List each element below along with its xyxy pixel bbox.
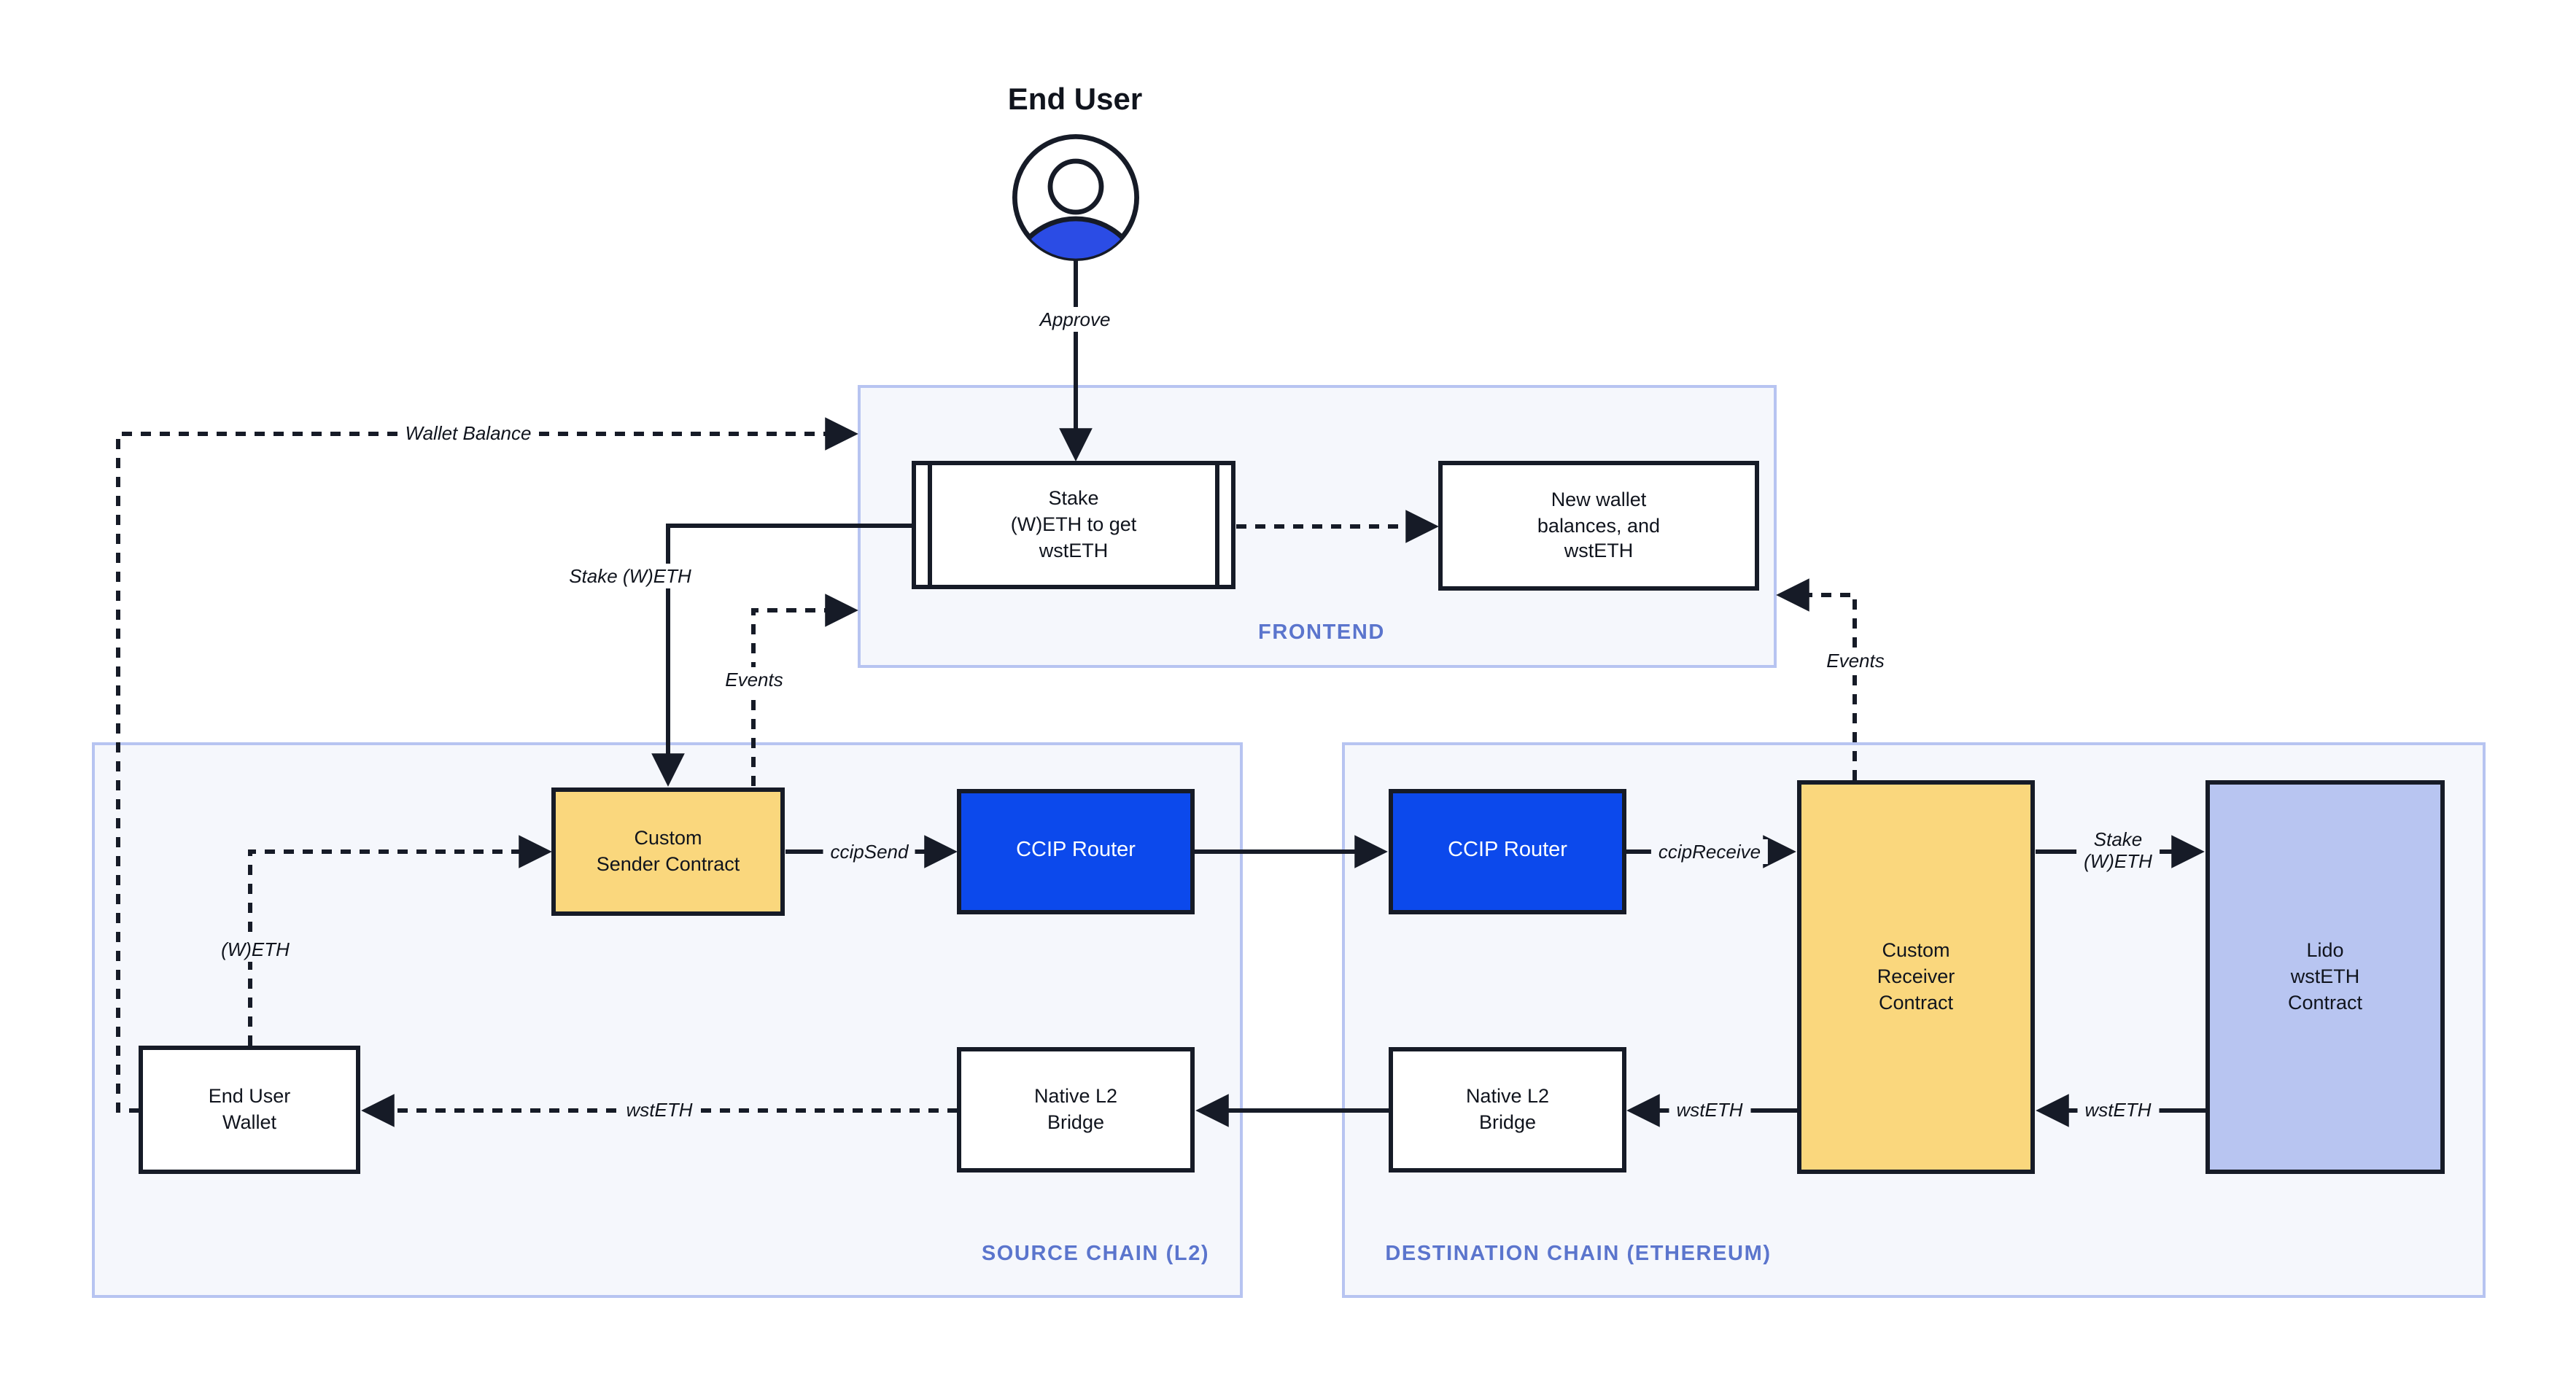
- events-left-arrow: [751, 594, 858, 786]
- wsteth-receiver-label: wstETH: [1669, 1097, 1750, 1122]
- destination-chain-label: DESTINATION CHAIN (ETHEREUM): [1385, 1242, 1772, 1266]
- events-right-label: Events: [1819, 648, 1892, 673]
- source-chain-label: SOURCE CHAIN (L2): [981, 1242, 1210, 1266]
- user-icon: [1012, 134, 1139, 261]
- stake-weth-arrow: [651, 524, 912, 787]
- ccip-router-destination-node: CCIP Router: [1389, 789, 1626, 914]
- wsteth-bridge-label: wstETH: [618, 1097, 700, 1122]
- ccip-router-source-node: CCIP Router: [957, 789, 1195, 914]
- weth-label: (W)ETH: [214, 937, 297, 962]
- wallet-balance-arrow: [116, 417, 858, 1113]
- end-user-title: End User: [1007, 83, 1143, 117]
- wallet-balance-label: Wallet Balance: [397, 421, 539, 446]
- stake-weth-right-label: Stake(W)ETH: [2076, 828, 2160, 875]
- weth-wallet-to-sender-arrow: [248, 835, 552, 1046]
- events-left-label: Events: [718, 667, 791, 692]
- wsteth-lido-label: wstETH: [2077, 1097, 2159, 1122]
- frontend-label: FRONTEND: [1258, 621, 1385, 645]
- ccipsend-label: ccipSend: [823, 839, 916, 864]
- events-right-arrow: [1776, 578, 1857, 780]
- approve-label: Approve: [1032, 307, 1118, 332]
- ccipreceive-label: ccipReceive: [1650, 839, 1769, 864]
- stake-weth-label: Stake (W)ETH: [562, 564, 699, 588]
